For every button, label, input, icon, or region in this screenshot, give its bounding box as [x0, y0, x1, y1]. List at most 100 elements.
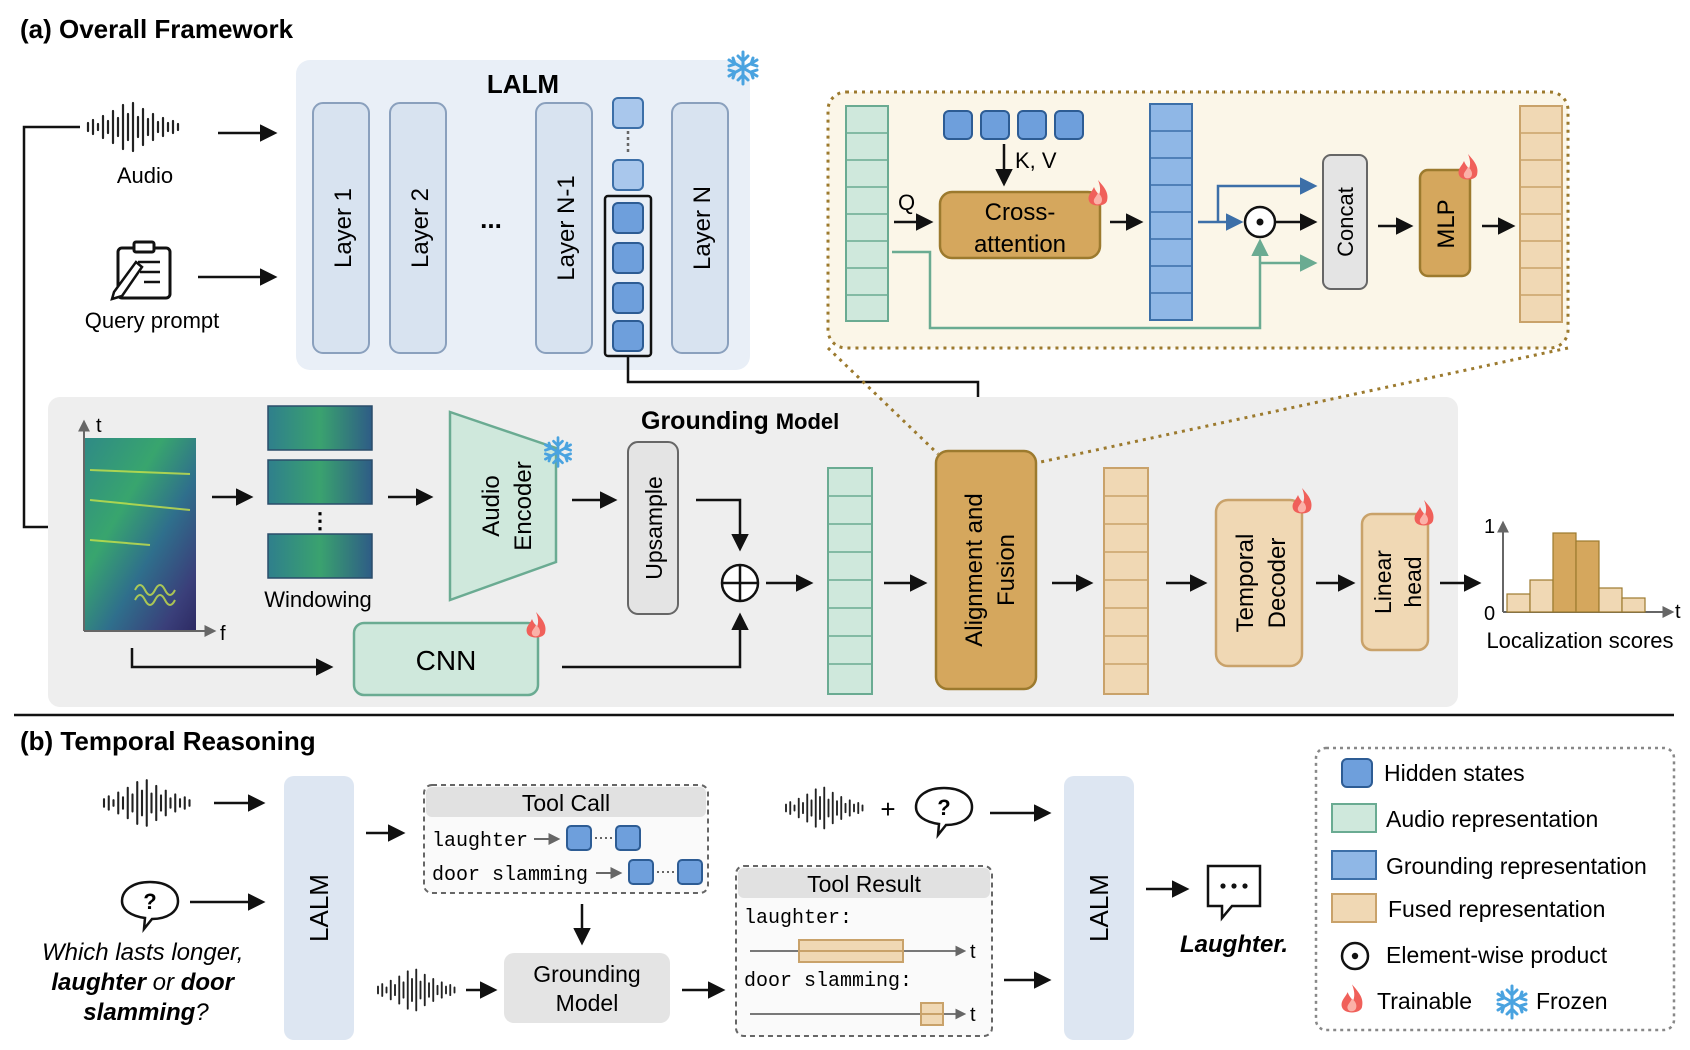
- lalm-layer-n: [671, 102, 729, 354]
- detail-fused-rep-column: [1519, 105, 1563, 323]
- audio-residual-arrow: [892, 238, 1269, 330]
- audio-encoder-block: [448, 410, 558, 602]
- audio-label: Audio: [117, 163, 173, 188]
- linear-head-block: [1360, 512, 1430, 652]
- legend-box: [1314, 746, 1676, 1032]
- alignment-fusion-block: [934, 449, 1038, 691]
- b-audio-waveform-icon-2: [377, 968, 456, 1012]
- fused-representation-column: [1103, 467, 1149, 695]
- detail-connector-right: [1035, 346, 1569, 465]
- window-ellipsis: ⋮: [309, 508, 331, 533]
- upsample-to-sum-arrow: [696, 498, 749, 552]
- localization-scores-label: Localization scores: [1486, 628, 1673, 653]
- b-plus: +: [880, 794, 895, 824]
- tool-result-title: Tool Result: [807, 871, 921, 897]
- lalm-layer-n-1: [535, 102, 593, 354]
- lalm-layer-1: [312, 102, 370, 354]
- lalm-title: LALM: [487, 69, 559, 99]
- temporal-decoder-block: [1214, 498, 1304, 668]
- tool-result-door-t: t: [970, 1004, 976, 1026]
- legend-product-label: Element-wise product: [1386, 942, 1608, 968]
- legend-grounding-rep-label: Grounding representation: [1386, 853, 1647, 879]
- b-lalm-label-1: LALM: [304, 874, 334, 942]
- b-question-text: Which lasts longer, laughter or door sla…: [42, 939, 250, 1026]
- tool-call-state-1b: [615, 825, 641, 851]
- window-3: [267, 533, 373, 579]
- b-answer-bubble-icon: [1206, 864, 1262, 922]
- b-answer-text: Laughter.: [1180, 931, 1288, 958]
- b-grounding-model-block: [504, 953, 670, 1023]
- fusion-detail-panel: [826, 90, 1570, 350]
- b-lalm-label-2: LALM: [1084, 874, 1114, 942]
- legend-grounding-rep-swatch: [1331, 850, 1377, 880]
- legend-product-icon: [1340, 941, 1370, 971]
- cnn-label: CNN: [416, 645, 477, 676]
- legend-fused-rep-label: Fused representation: [1388, 896, 1605, 922]
- b-lalm-block-1: [284, 776, 354, 1040]
- q-label: Q: [898, 190, 915, 215]
- query-prompt-label: Query prompt: [85, 308, 220, 333]
- lalm-layer-n-label: Layer N: [689, 186, 716, 270]
- part-a-title: (a) Overall Framework: [20, 14, 294, 44]
- concat-block: [1322, 154, 1368, 290]
- window-1: [267, 405, 373, 451]
- concat-label: Concat: [1333, 187, 1358, 257]
- mlp-block: [1418, 168, 1472, 278]
- scores-y-bottom: 0: [1484, 603, 1495, 625]
- spectrogram-t-label: t: [96, 415, 102, 437]
- audio-waveform-icon: [86, 101, 180, 153]
- grounding-to-concat-arrow: [1216, 177, 1318, 222]
- tool-result-door-label: door slamming:: [744, 970, 912, 993]
- clipboard-icon: [110, 240, 172, 301]
- lalm-layer-ellipsis: ...: [480, 204, 502, 234]
- cnn-to-sum-arrow: [562, 612, 749, 669]
- legend-hidden-states-label: Hidden states: [1384, 760, 1525, 786]
- tool-call-item-laughter: laughter: [432, 830, 528, 853]
- window-2: [267, 459, 373, 505]
- lalm-layer-2: [389, 102, 447, 354]
- b-question-bubble-icon-2: ?: [914, 786, 974, 837]
- tool-result-laughter-t: t: [970, 941, 976, 963]
- cross-attention-label: Cross-attention: [974, 199, 1066, 258]
- svg-text:?: ?: [937, 795, 950, 820]
- tool-call-header: [426, 787, 706, 817]
- spectrogram-f-label: f: [220, 623, 226, 645]
- spectrogram-image: [84, 438, 196, 631]
- element-wise-product-icon: [1243, 205, 1277, 239]
- grounding-model-title: Grounding Model: [641, 407, 839, 435]
- scores-y-top: 1: [1484, 516, 1495, 538]
- lalm-layer-n-1-label: Layer N-1: [553, 175, 580, 280]
- audio-representation-column: [827, 467, 873, 695]
- legend-fused-rep-swatch: [1331, 893, 1377, 923]
- lalm-layer-2-label: Layer 2: [407, 188, 434, 268]
- legend-trainable-label: Trainable: [1377, 988, 1472, 1014]
- sum-icon: [720, 563, 760, 603]
- legend-frozen-label: Frozen: [1536, 988, 1608, 1014]
- scores-x-label: t: [1675, 601, 1681, 623]
- svg-text:?: ?: [143, 889, 156, 914]
- tool-call-title: Tool Call: [522, 790, 610, 816]
- b-question-bubble-icon: ?: [120, 880, 180, 931]
- detail-audio-rep-column: [845, 105, 889, 322]
- tool-call-state-2a: [628, 859, 654, 885]
- legend-hidden-states-swatch: [1341, 758, 1373, 788]
- b-lalm-block-2: [1064, 776, 1134, 1040]
- b-audio-waveform-icon-3: [785, 786, 864, 830]
- tool-call-item-door: door slamming: [432, 864, 588, 887]
- spectrogram-texture: [89, 469, 191, 606]
- tool-result-laughter-label: laughter:: [744, 907, 852, 930]
- tool-call-state-1a: [566, 825, 592, 851]
- detail-connector-left: [826, 346, 940, 456]
- kv-label: K, V: [1015, 148, 1057, 173]
- part-b-title: (b) Temporal Reasoning: [20, 726, 316, 756]
- spec-to-cnn-arrow: [130, 648, 334, 676]
- legend-audio-rep-label: Audio representation: [1386, 806, 1598, 832]
- mlp-label: MLP: [1433, 199, 1460, 248]
- tool-result-header: [738, 868, 990, 898]
- legend-audio-rep-swatch: [1331, 803, 1377, 833]
